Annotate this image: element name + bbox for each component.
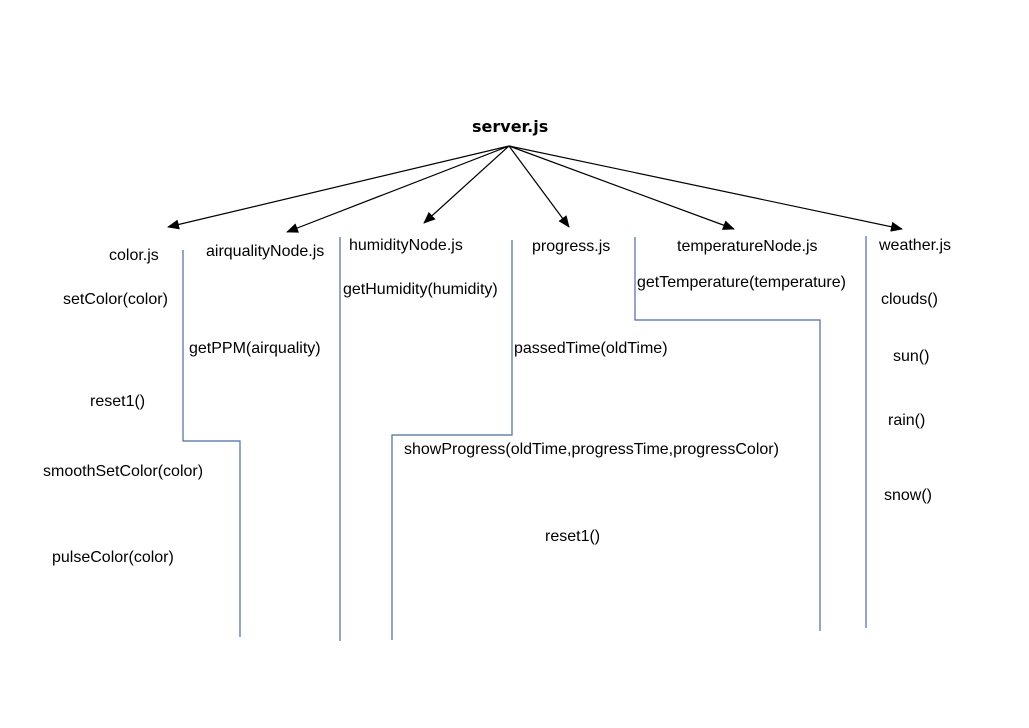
module-weather-label: weather.js xyxy=(879,237,952,254)
arrow-to-progress xyxy=(508,145,570,228)
module-airquality-label: airqualityNode.js xyxy=(206,243,325,260)
function-label: reset1() xyxy=(90,393,146,410)
module-temperature-label: temperatureNode.js xyxy=(677,238,818,255)
divider-color-airquality xyxy=(182,250,241,637)
function-label: getPPM(airquality) xyxy=(189,340,321,357)
divider-humidity-progress xyxy=(391,240,513,640)
module-color-label: color.js xyxy=(109,247,159,264)
divider-progress-temperature xyxy=(634,237,821,631)
function-label: clouds() xyxy=(881,291,938,308)
arrow-to-temperature xyxy=(508,145,735,230)
arrow-to-weather xyxy=(508,145,903,232)
arrow-to-humidity xyxy=(423,145,510,224)
function-label: showProgress(oldTime,progressTime,progre… xyxy=(404,441,779,458)
function-label: reset1() xyxy=(545,528,601,545)
column-dividers xyxy=(182,236,867,641)
function-label: snow() xyxy=(884,487,933,504)
function-label: passedTime(oldTime) xyxy=(514,340,668,357)
function-label: sun() xyxy=(893,348,930,365)
function-label: pulseColor(color) xyxy=(52,549,174,566)
root-node-label: server.js xyxy=(472,117,549,136)
module-progress-label: progress.js xyxy=(532,238,611,255)
module-humidity-label: humidityNode.js xyxy=(349,237,463,254)
arrow-to-airquality xyxy=(286,145,510,233)
function-label: getTemperature(temperature) xyxy=(637,274,846,291)
function-label: getHumidity(humidity) xyxy=(343,281,498,298)
arrows xyxy=(167,145,903,233)
function-label: setColor(color) xyxy=(63,291,168,308)
function-label: rain() xyxy=(888,412,926,429)
function-label: smoothSetColor(color) xyxy=(43,463,204,480)
arrow-to-color xyxy=(167,145,510,230)
